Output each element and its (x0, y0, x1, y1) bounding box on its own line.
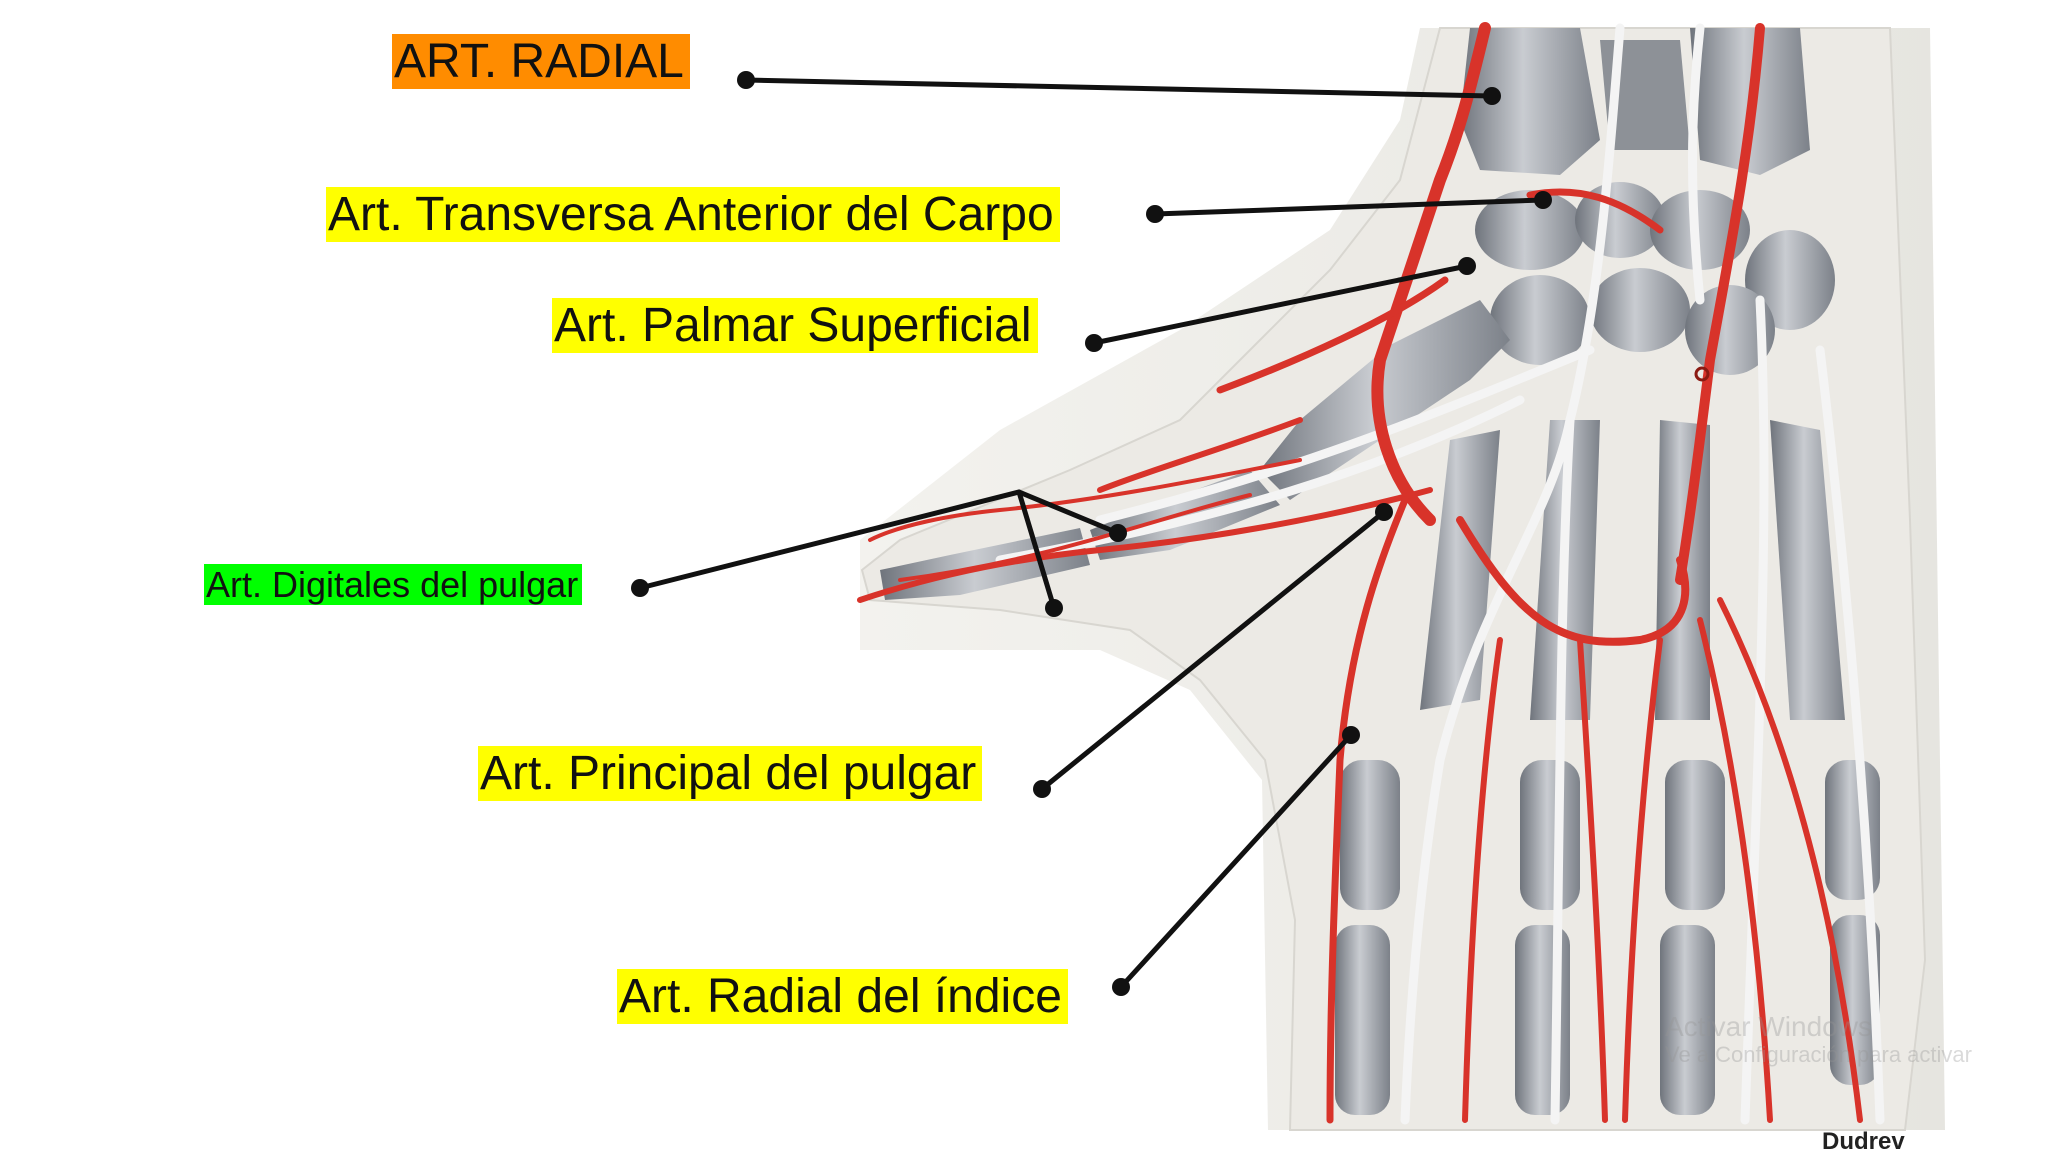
label-art-palmar-superficial: Art. Palmar Superficial (552, 298, 1038, 354)
phalanx (1335, 925, 1390, 1115)
carpal-bone (1745, 230, 1835, 330)
carpal-bone (1490, 275, 1590, 365)
phalanx (1665, 760, 1725, 910)
activation-watermark: Activar Windows Ve a Configuración para … (1665, 1011, 1995, 1067)
wrist-bone (1600, 40, 1690, 150)
label-art-radial-indice: Art. Radial del índice (617, 969, 1068, 1025)
label-art-transversa-anterior-carpo: Art. Transversa Anterior del Carpo (326, 187, 1060, 243)
label-art-radial: ART. RADIAL (392, 34, 690, 90)
leader-endpoints (631, 71, 1552, 996)
label-art-principal-pulgar: Art. Principal del pulgar (478, 746, 983, 802)
corner-text: Dudrev (1822, 1128, 1905, 1152)
leader-palmar (1091, 263, 1470, 346)
carpal-bone (1590, 268, 1690, 352)
leader-principal (1039, 509, 1387, 792)
phalanx (1660, 925, 1715, 1115)
carpal-bone (1475, 190, 1585, 270)
leader-transversa (1152, 197, 1546, 217)
leader-lines (637, 77, 1546, 990)
radius-bone (1460, 28, 1600, 175)
artery-marker (1694, 366, 1710, 382)
phalanx (1340, 760, 1400, 910)
thumb-phalanx (1090, 470, 1280, 560)
leader-indice (1118, 732, 1354, 990)
metacarpal-little (1770, 420, 1845, 720)
phalanx (1520, 760, 1580, 910)
leader-radial (743, 77, 1495, 99)
label-art-digitales-pulgar: Art. Digitales del pulgar (204, 564, 583, 606)
leader-digitales-branch (1016, 489, 1057, 611)
phalanx (1830, 915, 1880, 1085)
watermark-line2: Ve a Configuración para activar (1665, 1041, 1972, 1067)
watermark-line1: Activar Windows (1665, 1011, 1872, 1042)
